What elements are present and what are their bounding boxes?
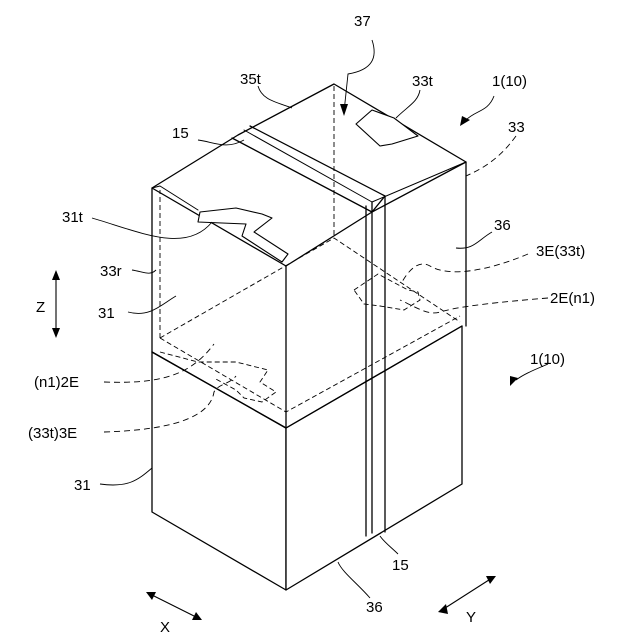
leader-36-bottom [338,562,370,598]
label-15-bottom: 15 [392,557,409,574]
label-y-axis: Y [466,609,476,626]
leader-1-top [466,96,494,120]
leader-36-right [456,232,492,248]
label-33: 33 [508,119,525,136]
leader-1-mid-arrow [510,376,518,386]
upper-top-face [152,84,466,266]
leader-37 [344,40,374,112]
upper-seam-top [232,126,385,212]
lower-box-right-face [286,326,462,590]
rim-fold-left [152,186,198,210]
leader-33 [466,136,516,176]
label-35t: 35t [240,71,262,88]
label-31-upper: 31 [98,305,115,322]
tab-31t [198,208,288,262]
label-n1-2E: (n1)2E [34,374,79,391]
leader-15-bottom [380,536,398,554]
label-1-top: 1(10) [492,73,527,90]
y-axis-arrow-a [438,604,448,614]
lower-box-left-face [152,352,286,590]
leader-33t [396,90,420,118]
label-36-right: 36 [494,217,511,234]
leader-2En1 [400,298,548,313]
x-axis-line [150,594,198,618]
label-36-bottom: 36 [366,599,383,616]
z-axis-arrow-down [52,328,60,338]
label-1-mid: 1(10) [530,351,565,368]
y-axis-line [442,578,492,610]
label-31t: 31t [62,209,84,226]
z-axis-arrow-up [52,270,60,280]
label-z-axis: Z [36,299,45,316]
leader-37-arrow [340,104,348,116]
label-33r: 33r [100,263,122,280]
leader-3E33t [402,254,528,282]
upper-hidden-bottom-back [160,238,460,338]
label-33t: 33t [412,73,434,90]
lower-box [152,326,462,590]
label-3E-33t: 3E(33t) [536,243,585,260]
label-33t-3E: (33t)3E [28,425,77,442]
label-15-top: 15 [172,125,189,142]
y-axis-arrow-b [486,576,496,584]
label-2E-n1: 2E(n1) [550,290,595,307]
label-x-axis: X [160,619,170,636]
label-31-lower: 31 [74,477,91,494]
leader-31-lower [100,468,152,485]
leader-35t [258,86,292,108]
label-37: 37 [354,13,371,30]
